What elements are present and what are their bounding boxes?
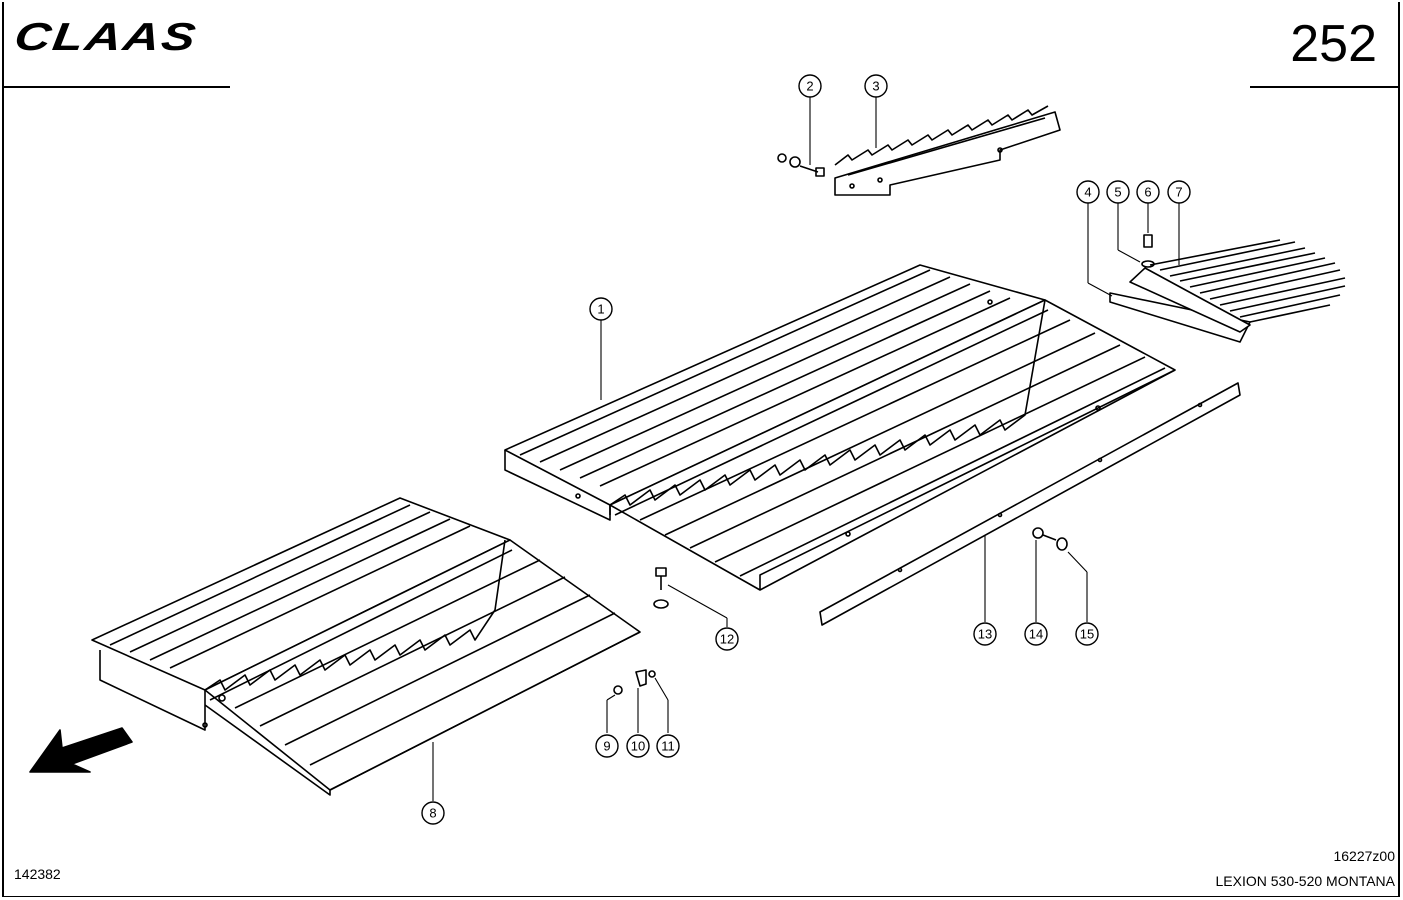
svg-text:12: 12 — [720, 632, 734, 647]
svg-text:13: 13 — [978, 627, 992, 642]
part-2-bolt — [777, 153, 825, 177]
svg-text:7: 7 — [1175, 185, 1182, 200]
callout-2: 2 — [798, 74, 822, 98]
svg-text:4: 4 — [1084, 185, 1091, 200]
callout-7: 7 — [1167, 180, 1191, 204]
brand-rule — [4, 86, 230, 88]
part-7-rake — [1109, 234, 1346, 343]
part-14-15-fasteners — [1032, 527, 1068, 551]
model-name: LEXION 530-520 MONTANA — [1215, 873, 1395, 889]
part-8-sieve — [91, 497, 641, 796]
page-number-rule — [1250, 86, 1398, 88]
part-3-toothed-strip — [834, 105, 1061, 196]
callout-3: 3 — [864, 74, 888, 98]
callout-4: 4 — [1076, 180, 1100, 204]
callout-1: 1 — [589, 297, 613, 321]
callout-9: 9 — [595, 734, 619, 758]
callout-14: 14 — [1024, 622, 1048, 646]
callout-5: 5 — [1106, 180, 1130, 204]
drawing-code: 16227z00 — [1333, 848, 1395, 864]
svg-text:5: 5 — [1114, 185, 1121, 200]
svg-text:15: 15 — [1080, 627, 1094, 642]
svg-text:3: 3 — [872, 79, 879, 94]
svg-text:2: 2 — [806, 79, 813, 94]
svg-text:10: 10 — [631, 739, 645, 754]
svg-text:1: 1 — [597, 302, 604, 317]
callout-10: 10 — [626, 734, 650, 758]
part-9-10-11-fasteners — [613, 669, 656, 695]
part-13-bar — [819, 382, 1241, 626]
callout-13: 13 — [973, 622, 997, 646]
callout-11: 11 — [656, 734, 680, 758]
svg-text:11: 11 — [661, 739, 675, 754]
callout-15: 15 — [1075, 622, 1099, 646]
part-1-sieve — [504, 264, 1176, 591]
svg-text:14: 14 — [1029, 627, 1043, 642]
callout-6: 6 — [1136, 180, 1160, 204]
svg-text:8: 8 — [429, 806, 436, 821]
svg-text:6: 6 — [1144, 185, 1151, 200]
leader-lines — [432, 97, 1180, 801]
svg-text:9: 9 — [603, 739, 610, 754]
document-code: 142382 — [14, 866, 61, 882]
part-12-bolt — [653, 567, 669, 609]
direction-arrow — [29, 727, 133, 773]
page-number: 252 — [1290, 15, 1377, 73]
callout-8: 8 — [421, 801, 445, 825]
callout-12: 12 — [715, 627, 739, 651]
